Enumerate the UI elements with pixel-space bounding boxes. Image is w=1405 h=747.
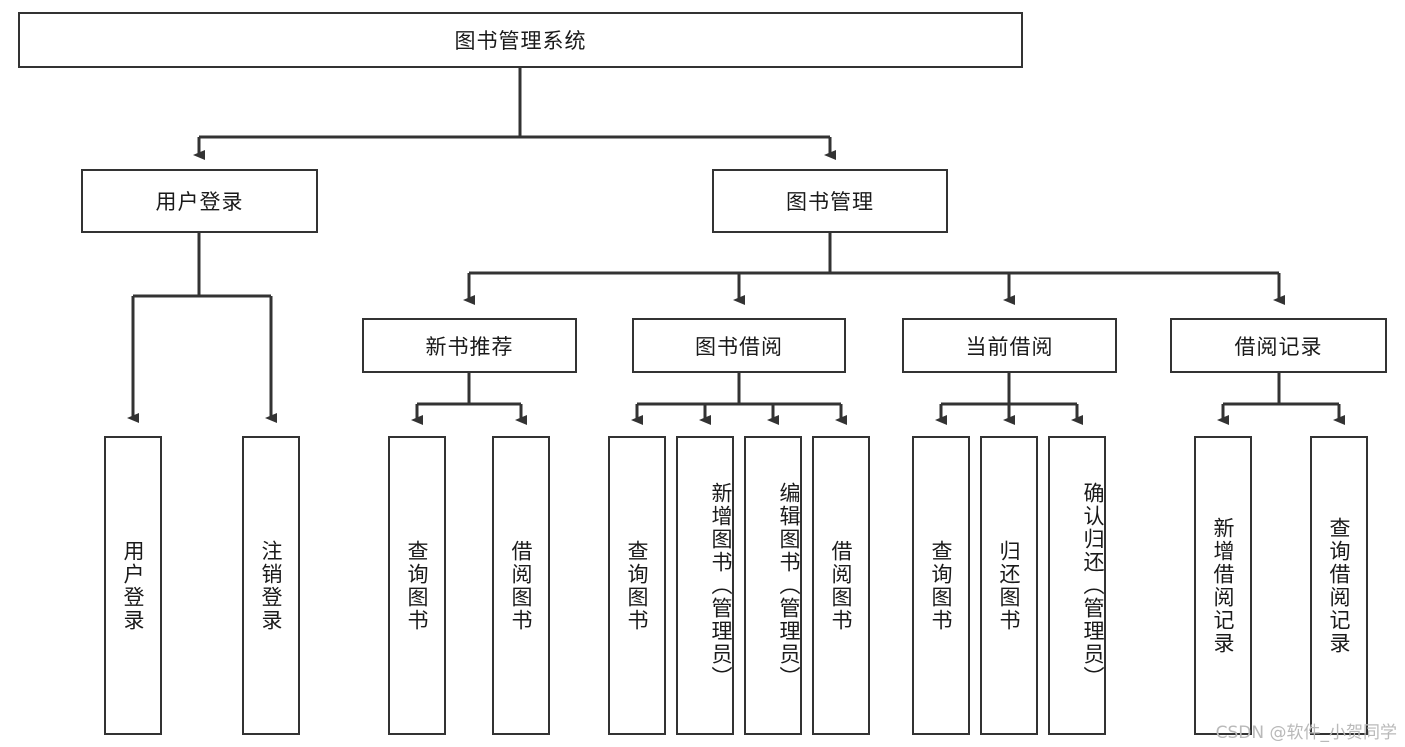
node-book-borrow-label: 图书借阅: [695, 334, 783, 359]
leaf-query-book-recommend-label: 查询图书: [405, 539, 430, 632]
leaf-query-book-borrow[interactable]: 查询图书: [608, 436, 666, 735]
leaf-add-borrow-record-label: 新增借阅记录: [1211, 516, 1236, 655]
watermark: CSDN @软件_小贺同学: [1215, 723, 1397, 743]
leaf-confirm-return-admin-label: 确认归还（管理员）: [1081, 482, 1105, 689]
leaf-return-book-label: 归还图书: [997, 539, 1022, 632]
leaf-logout-label: 注销登录: [259, 539, 284, 632]
leaf-borrow-book-recommend-label: 借阅图书: [509, 539, 534, 632]
leaf-add-borrow-record[interactable]: 新增借阅记录: [1194, 436, 1252, 735]
node-root[interactable]: 图书管理系统: [18, 12, 1023, 68]
leaf-query-book-recommend[interactable]: 查询图书: [388, 436, 446, 735]
leaf-query-book-borrow-label: 查询图书: [625, 539, 650, 632]
node-book-borrow[interactable]: 图书借阅: [632, 318, 846, 373]
node-new-book-recommend-label: 新书推荐: [425, 334, 514, 359]
node-book-management[interactable]: 图书管理: [712, 169, 948, 233]
leaf-borrow-book-label: 借阅图书: [829, 539, 854, 632]
leaf-confirm-return-admin[interactable]: 确认归还（管理员）: [1048, 436, 1106, 735]
node-user-login-label: 用户登录: [155, 190, 244, 214]
node-user-login[interactable]: 用户登录: [81, 169, 318, 233]
leaf-borrow-book[interactable]: 借阅图书: [812, 436, 870, 735]
node-root-label: 图书管理系统: [454, 29, 587, 53]
node-current-borrow[interactable]: 当前借阅: [902, 318, 1117, 373]
leaf-query-book-current[interactable]: 查询图书: [912, 436, 970, 735]
node-current-borrow-label: 当前借阅: [965, 334, 1054, 359]
leaf-query-borrow-record-label: 查询借阅记录: [1327, 516, 1352, 655]
leaf-logout[interactable]: 注销登录: [242, 436, 300, 735]
leaf-edit-book-admin-label: 编辑图书（管理员）: [777, 482, 801, 689]
leaf-borrow-book-recommend[interactable]: 借阅图书: [492, 436, 550, 735]
node-book-management-label: 图书管理: [786, 190, 874, 214]
node-borrow-record[interactable]: 借阅记录: [1170, 318, 1387, 373]
leaf-add-book-admin-label: 新增图书（管理员）: [709, 482, 733, 689]
leaf-user-login-label: 用户登录: [121, 539, 146, 632]
leaf-user-login[interactable]: 用户登录: [104, 436, 162, 735]
leaf-query-borrow-record[interactable]: 查询借阅记录: [1310, 436, 1368, 735]
leaf-return-book[interactable]: 归还图书: [980, 436, 1038, 735]
leaf-add-book-admin[interactable]: 新增图书（管理员）: [676, 436, 734, 735]
leaf-edit-book-admin[interactable]: 编辑图书（管理员）: [744, 436, 802, 735]
leaf-query-book-current-label: 查询图书: [929, 539, 954, 632]
node-borrow-record-label: 借阅记录: [1234, 334, 1323, 359]
node-new-book-recommend[interactable]: 新书推荐: [362, 318, 577, 373]
